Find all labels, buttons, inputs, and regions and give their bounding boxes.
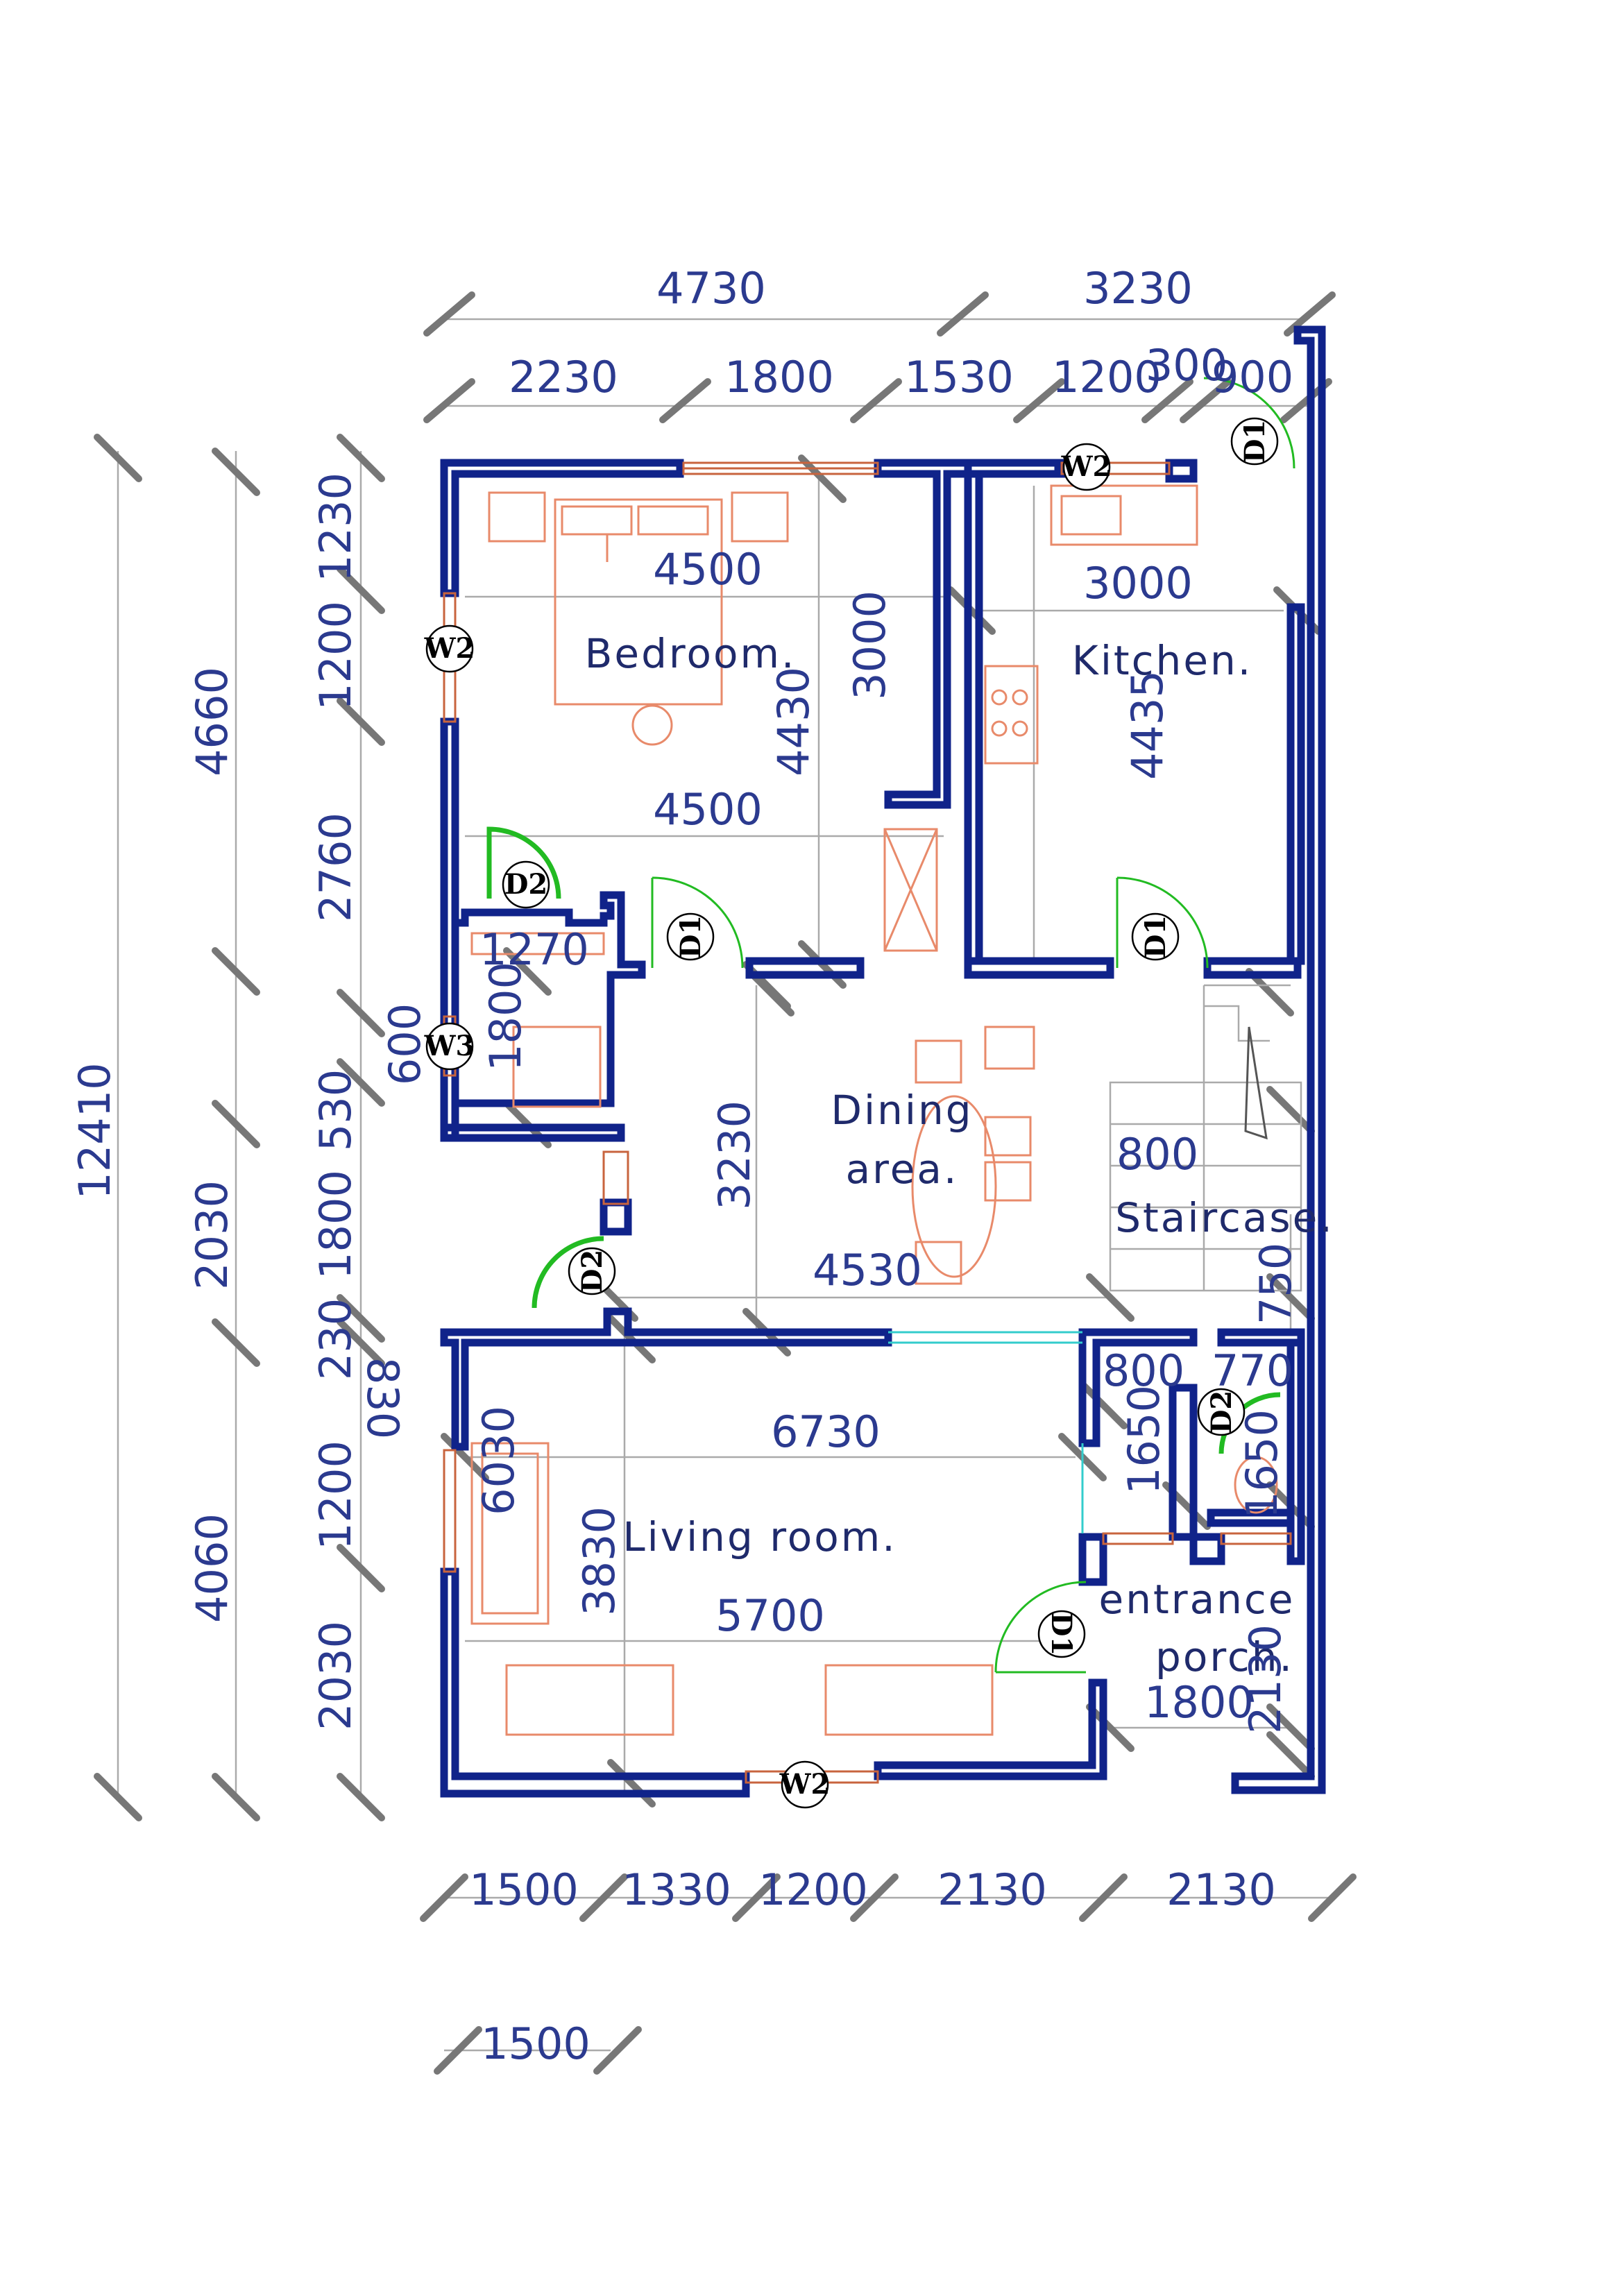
staircase-steps (1109, 984, 1302, 1292)
dim-porch-800: 800 (1103, 1345, 1184, 1396)
dim-bath-height: 1800 (480, 962, 531, 1071)
dim-stair-width: 800 (1116, 1129, 1198, 1180)
dim-bottom-2130-a: 2130 (937, 1864, 1047, 1915)
opening-tags: W2 W2 W3 W2 D1 D2 D1 D1 D2 D2 D1 (424, 417, 1279, 1809)
dim-left-600: 600 (380, 1003, 430, 1085)
d1-bed-label: D1 (674, 915, 707, 959)
dim-left-530: 530 (310, 1069, 361, 1151)
inner-dimensions: 4500 4500 4430 3000 3000 4435 1270 1800 … (473, 544, 1301, 1734)
dim-porch-1650-b: 1650 (1237, 1409, 1287, 1519)
dim-top-2230: 2230 (509, 352, 618, 402)
dim-living-width-top: 6730 (771, 1406, 881, 1457)
dim-bath-width: 1270 (479, 924, 589, 975)
dim-bed-height: 4430 (768, 667, 819, 776)
w3-label: W3 (424, 1030, 475, 1062)
dining-label-2: area. (846, 1146, 959, 1193)
dining-label-1: Dining (831, 1087, 973, 1134)
dim-left-1230: 1230 (310, 473, 361, 582)
dim-left-230: 230 (310, 1298, 361, 1380)
dim-left-4060: 4060 (187, 1513, 237, 1623)
w2-left-label: W2 (424, 632, 475, 665)
dim-left-4660: 4660 (187, 667, 237, 776)
dim-left-1800: 1800 (310, 1170, 361, 1279)
staircase-label: Staircase. (1115, 1194, 1334, 1241)
dim-stair-height: 750 (1250, 1243, 1301, 1325)
top-dimensions: 4730 3230 2230 1800 1530 1200 300 900 (509, 263, 1293, 402)
dim-porch-1650-a: 1650 (1119, 1385, 1169, 1495)
dim-left-830: 830 (357, 1357, 408, 1439)
dim-top-900: 900 (1212, 352, 1293, 402)
dim-living-width-bottom: 5700 (715, 1590, 825, 1641)
dim-bottom-1500: 1500 (469, 1864, 579, 1915)
dim-top-4730: 4730 (656, 263, 766, 314)
dim-top-1200: 1200 (1052, 352, 1162, 402)
room-labels: Bedroom. Kitchen. Dining area. Staircase… (585, 630, 1334, 1681)
furniture (470, 484, 1278, 1736)
porch-label-2: porch. (1155, 1633, 1294, 1681)
d2-bed-label: D2 (504, 868, 548, 901)
d1-kitchen-top-label: D1 (1239, 420, 1271, 464)
dim-bottom-1330: 1330 (622, 1864, 731, 1915)
d1-kitchen-label: D1 (1139, 915, 1172, 959)
dim-bed-width-top: 4500 (653, 544, 763, 595)
dim-left-2030: 2030 (187, 1180, 237, 1290)
left-dimensions: 12410 4660 2030 4060 1230 1200 2760 530 … (69, 473, 430, 1730)
d2-hall-label: D2 (576, 1250, 609, 1293)
d1-living-label: D1 (1045, 1613, 1078, 1656)
dim-kitchen-width: 3000 (1083, 558, 1193, 609)
dim-left-1200-a: 1200 (310, 601, 361, 711)
dim-porch-770: 770 (1212, 1345, 1293, 1396)
dim-porch-width: 1800 (1144, 1677, 1254, 1728)
dim-dining-height: 3230 (709, 1100, 760, 1210)
dim-left-12410: 12410 (69, 1062, 120, 1199)
d2-porch-label: D2 (1205, 1391, 1238, 1434)
dim-wardrobe-height: 3000 (844, 590, 895, 700)
porch-label-1: entrance (1099, 1576, 1295, 1623)
dim-bottom-extra-1500: 1500 (481, 2018, 590, 2069)
kitchen-label: Kitchen. (1072, 637, 1252, 684)
w2-tag-top (1062, 443, 1111, 491)
w2-bottom-label: W2 (779, 1768, 831, 1801)
dim-left-1200-b: 1200 (310, 1440, 361, 1550)
bedroom-label: Bedroom. (585, 630, 797, 677)
dim-bed-width-bottom: 4500 (653, 784, 763, 835)
dim-porch-2130: 2130 (1240, 1624, 1291, 1734)
dim-living-left: 6030 (473, 1406, 524, 1515)
dim-bottom-1200: 1200 (758, 1864, 868, 1915)
dim-bottom-2130-b: 2130 (1166, 1864, 1276, 1915)
dim-living-height: 3830 (574, 1506, 624, 1616)
dim-kitchen-height: 4435 (1122, 670, 1173, 780)
dim-dining-width: 4530 (813, 1245, 922, 1295)
dim-left-2760: 2760 (310, 813, 361, 922)
dim-top-300: 300 (1146, 340, 1227, 391)
dim-top-1800: 1800 (724, 352, 834, 402)
dim-top-3230: 3230 (1083, 263, 1193, 314)
w2-top-label: W2 (1061, 450, 1112, 483)
dim-top-1530: 1530 (904, 352, 1014, 402)
bottom-dimensions: 1500 1330 1200 2130 2130 1500 (469, 1864, 1276, 2069)
dim-left-2030-b: 2030 (310, 1621, 361, 1730)
living-room-label: Living room. (622, 1513, 897, 1561)
